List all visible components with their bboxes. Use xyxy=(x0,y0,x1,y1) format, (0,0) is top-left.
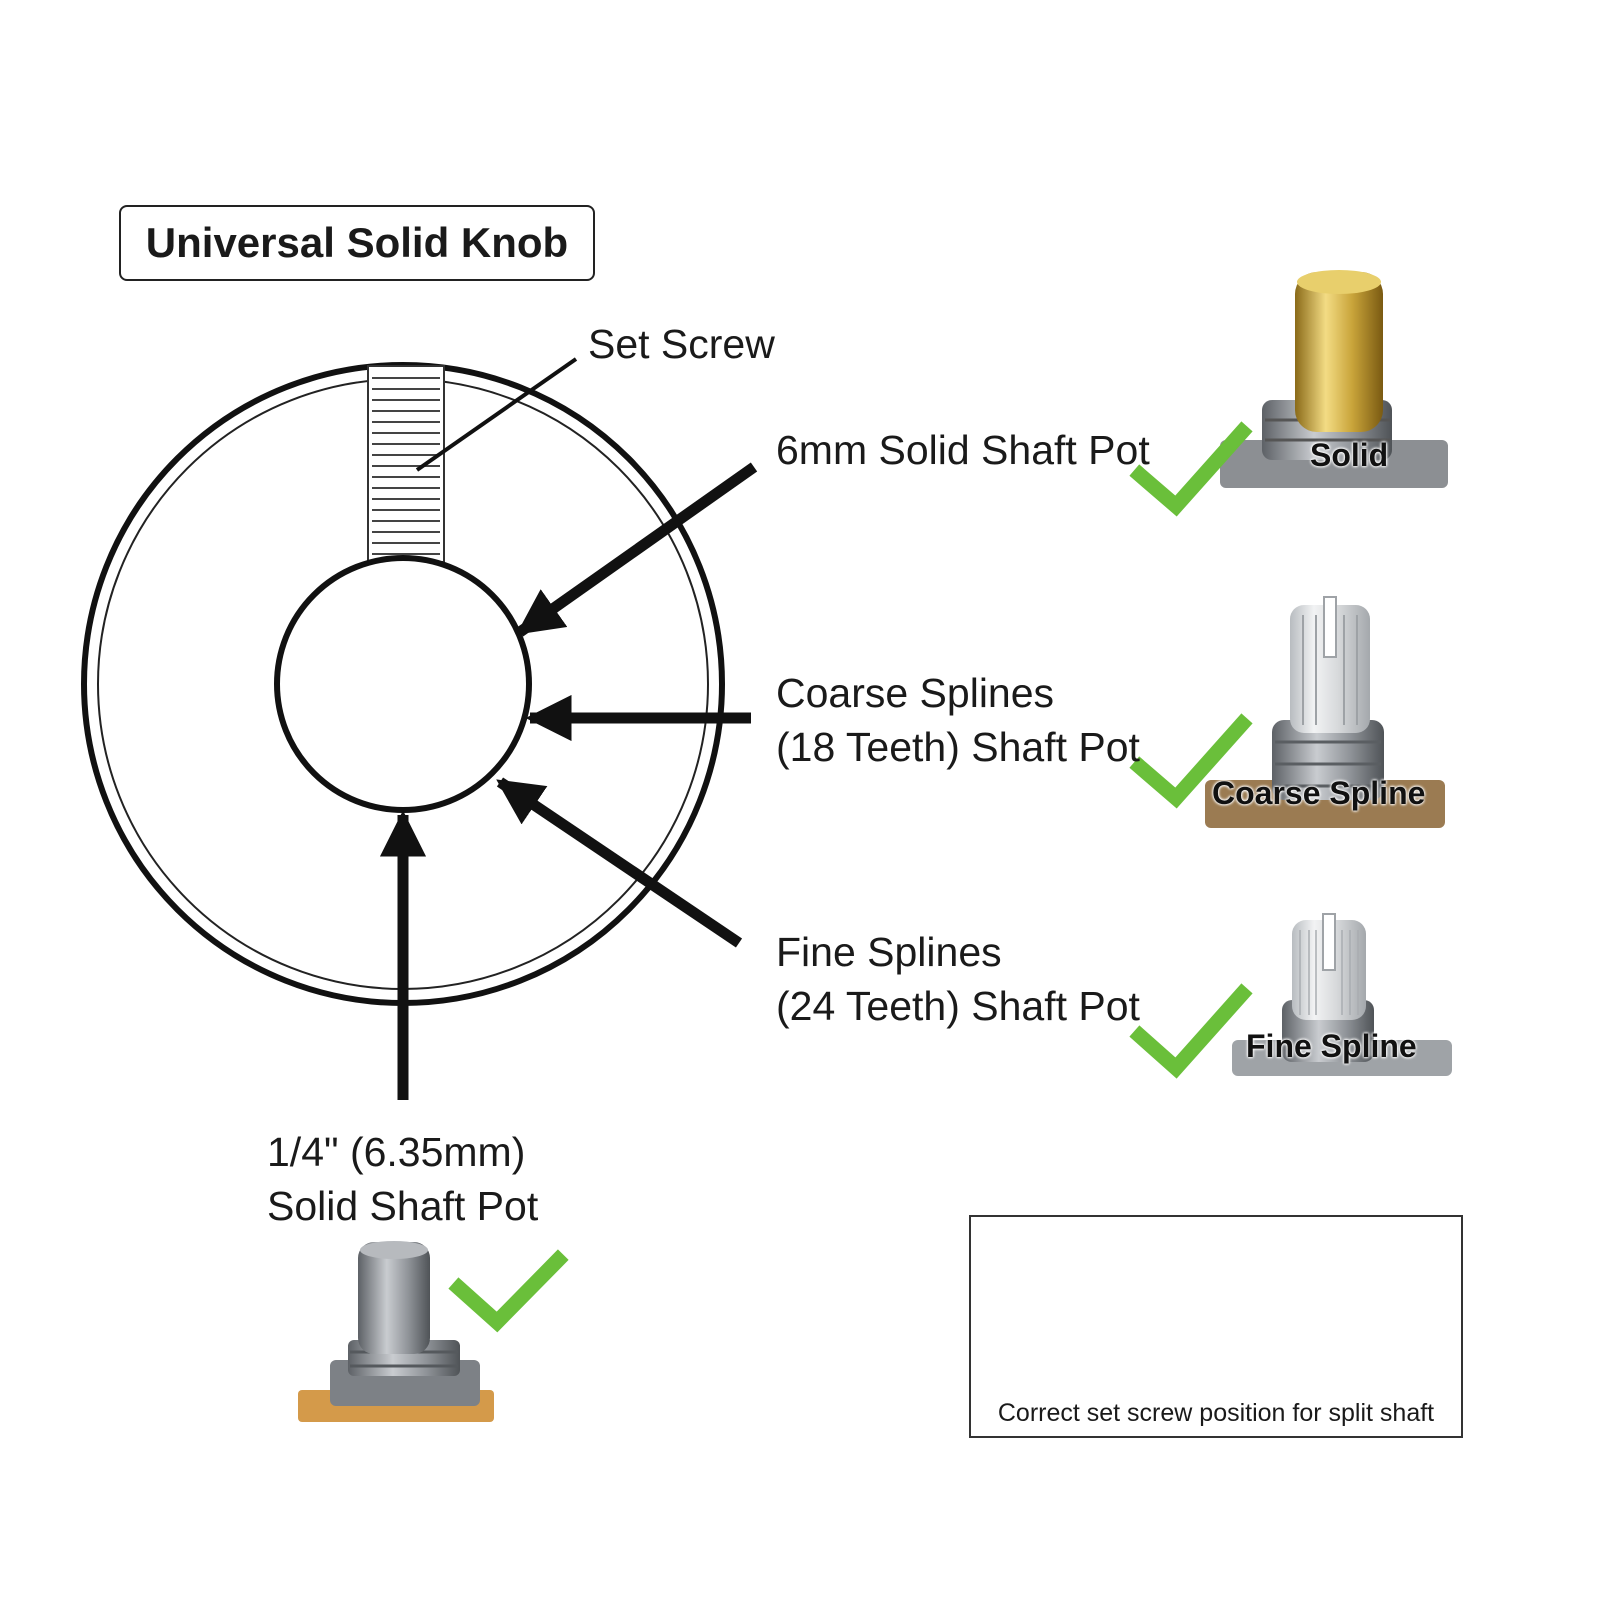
set-screw-label: Set Screw xyxy=(588,321,775,367)
set-screw-leader xyxy=(415,357,578,472)
solid-photo-label: Solid xyxy=(1310,437,1389,473)
note-box: Correct set screw position for split sha… xyxy=(969,1215,1463,1438)
coarse-photo-label: Coarse Spline xyxy=(1212,775,1426,811)
fine-photo-label: Fine Spline xyxy=(1246,1028,1417,1064)
solid-shaft-photo xyxy=(1220,270,1448,488)
quarter-inch-label: 1/4" (6.35mm) Solid Shaft Pot xyxy=(267,1129,539,1229)
check-icon xyxy=(448,1249,569,1333)
solid-6mm-label: 6mm Solid Shaft Pot xyxy=(776,427,1150,473)
note-caption: Correct set screw position for split sha… xyxy=(997,1399,1435,1427)
fine-spline-photo xyxy=(1232,913,1452,1076)
arrows xyxy=(379,462,758,1100)
arrow-6mm xyxy=(516,462,758,637)
check-icon xyxy=(1129,983,1253,1079)
coarse-spline-photo xyxy=(1205,596,1445,828)
fine-splines-label: Fine Splines (24 Teeth) Shaft Pot xyxy=(776,929,1140,1029)
page-title: Universal Solid Knob xyxy=(119,205,595,281)
check-icon xyxy=(1129,421,1253,517)
quarter-shaft-photo xyxy=(298,1241,494,1422)
set-screw-thread xyxy=(367,365,445,563)
check-icon xyxy=(1129,713,1253,809)
shaft-hole xyxy=(274,555,532,813)
arrow-fine xyxy=(496,777,743,948)
coarse-splines-label: Coarse Splines (18 Teeth) Shaft Pot xyxy=(776,670,1140,770)
